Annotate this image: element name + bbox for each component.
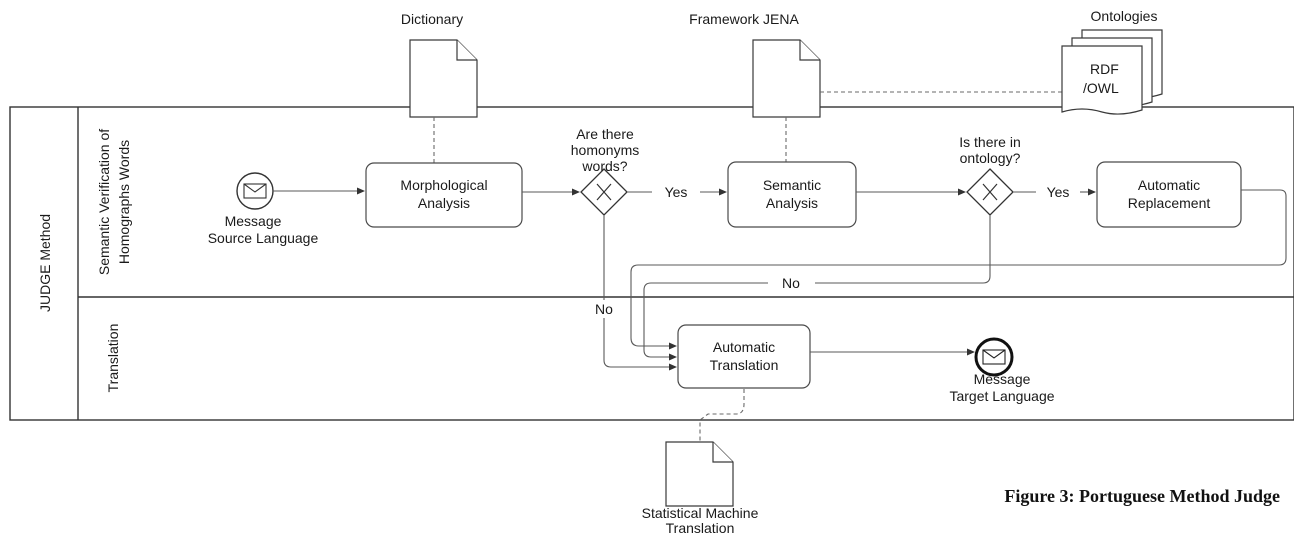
task-automatic-replacement: Automatic Replacement: [1096, 161, 1242, 228]
end-message-event: [974, 337, 1014, 377]
task-semantic-analysis: Semantic Analysis: [727, 161, 857, 228]
end-label-line1: Message: [974, 371, 1031, 387]
pool: JUDGE Method: [9, 106, 1294, 421]
task-semantic-line1: Semantic: [763, 177, 821, 193]
gateway-homonyms-line1: Are there: [576, 126, 634, 142]
flow-no2-label: No: [782, 275, 800, 291]
gateway-homonyms: [580, 168, 628, 216]
lane-semantic-line2: Homographs Words: [116, 140, 132, 264]
dictionary-label: Dictionary: [401, 11, 463, 27]
owl-label: /OWL: [1083, 80, 1119, 96]
end-label-line2: Target Language: [949, 388, 1054, 404]
gateway-ontology-line2: ontology?: [960, 150, 1021, 166]
task-translate-line1: Automatic: [713, 339, 775, 355]
flow-yes1-label: Yes: [665, 184, 688, 200]
lane-semantic-line1: Semantic Verification of: [96, 129, 112, 275]
ontologies-document-stack: [1061, 29, 1163, 115]
smt-label-line2: Translation: [666, 520, 735, 536]
start-message-event: [236, 172, 274, 210]
jena-document: [752, 39, 821, 118]
task-semantic-line2: Analysis: [766, 195, 818, 211]
rdf-label: RDF: [1090, 61, 1119, 77]
figure-caption: Figure 3: Portuguese Method Judge: [1004, 486, 1280, 506]
task-replace-line1: Automatic: [1138, 177, 1200, 193]
flow-yes2-label: Yes: [1047, 184, 1070, 200]
gateway-homonyms-line3: words?: [581, 158, 627, 174]
smt-label-line1: Statistical Machine: [642, 505, 759, 521]
task-replace-line2: Replacement: [1128, 195, 1211, 211]
no1-label-bg: [588, 300, 620, 318]
lane-translation-label: Translation: [105, 324, 121, 393]
flow-ontology-no-a: [815, 215, 991, 284]
pool-label: JUDGE Method: [37, 214, 53, 312]
jena-label: Framework JENA: [689, 11, 799, 27]
start-label-line2: Source Language: [208, 230, 319, 246]
ontologies-label: Ontologies: [1091, 8, 1158, 24]
task-morph-line2: Analysis: [418, 195, 470, 211]
task-morph-line1: Morphological: [400, 177, 487, 193]
task-automatic-translation: Automatic Translation: [677, 324, 811, 389]
flow-homonyms-no: [603, 215, 677, 371]
lane-semantic-label: Semantic Verification of Homographs Word…: [96, 129, 132, 275]
task-morphological-analysis: Morphological Analysis: [365, 162, 523, 228]
gateway-ontology-line1: Is there in: [959, 134, 1020, 150]
task-translate-line2: Translation: [710, 357, 779, 373]
gateway-ontology: [966, 168, 1014, 216]
start-label-line1: Message: [225, 213, 282, 229]
smt-association: [699, 389, 745, 442]
flow-no1-label: No: [595, 301, 613, 317]
smt-document: [665, 441, 734, 507]
dictionary-document: [409, 39, 478, 118]
flow-ontology-no-b: [643, 282, 768, 361]
flow-replacement-to-translation: [630, 189, 1287, 350]
gateway-homonyms-line2: homonyms: [571, 142, 639, 158]
